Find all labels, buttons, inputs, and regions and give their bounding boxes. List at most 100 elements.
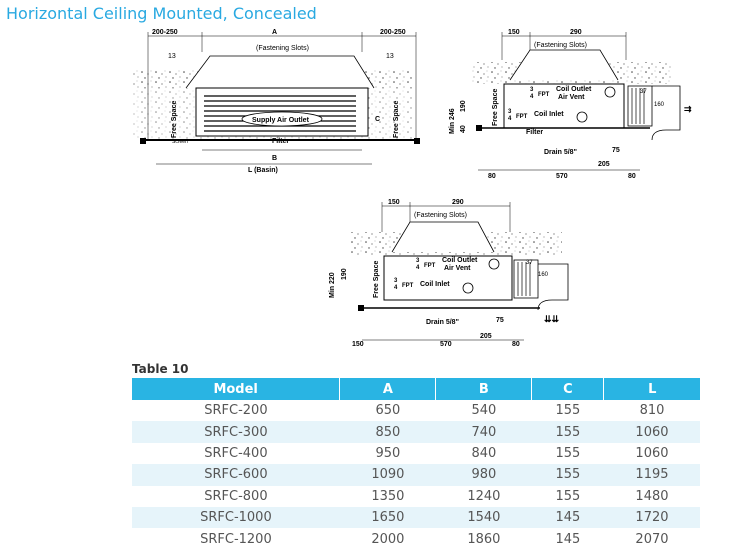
supply-air-outlet-label: Supply Air Outlet bbox=[252, 117, 310, 124]
frac-den-2a: 4 bbox=[530, 94, 534, 100]
front-view-drawing: 200-250 A 200-250 (Fastening Slots) 13 1… bbox=[133, 29, 420, 174]
svg-text:⇊⇊: ⇊⇊ bbox=[544, 314, 560, 324]
fpt-3a: FPT bbox=[424, 263, 436, 269]
free-space-label-3: Free Space bbox=[373, 261, 380, 298]
table-row: SRFC-600 1090 980 155 1195 bbox=[132, 464, 700, 486]
frac-num-2a: 3 bbox=[530, 87, 534, 93]
cell-a: 650 bbox=[339, 400, 436, 422]
cell-l: 810 bbox=[603, 400, 700, 422]
header-c: C bbox=[531, 378, 605, 400]
cell-c: 145 bbox=[531, 528, 604, 550]
dim-80-left-label: 80 bbox=[488, 173, 496, 180]
min-220-label: Min 220 bbox=[329, 272, 336, 298]
dim-37-label: 37 bbox=[640, 89, 647, 95]
frac-den-2b: 4 bbox=[508, 116, 512, 122]
coil-outlet-label-2: Coil Outlet bbox=[556, 86, 592, 93]
cell-b: 1240 bbox=[435, 485, 532, 507]
fpt-3b: FPT bbox=[402, 283, 414, 289]
table-row: SRFC-300 850 740 155 1060 bbox=[132, 421, 700, 443]
table-row: SRFC-1200 2000 1860 145 2070 bbox=[132, 528, 700, 550]
technical-drawings: 200-250 A 200-250 (Fastening Slots) 13 1… bbox=[133, 29, 692, 348]
dim-left-label: 200-250 bbox=[152, 29, 178, 36]
fastening-slots-label-2: (Fastening Slots) bbox=[534, 42, 587, 49]
cell-model: SRFC-200 bbox=[132, 400, 340, 422]
cell-model: SRFC-300 bbox=[132, 421, 340, 443]
cell-l: 1060 bbox=[603, 421, 700, 443]
cell-l: 1480 bbox=[603, 485, 700, 507]
dim-205-label-2: 205 bbox=[598, 161, 610, 168]
cell-c: 145 bbox=[531, 506, 604, 529]
dim-c-label: C bbox=[375, 116, 380, 123]
cell-a: 850 bbox=[339, 421, 436, 443]
cell-l: 1060 bbox=[603, 442, 700, 465]
air-vent-label-3: Air Vent bbox=[444, 265, 471, 272]
drain-label-3: Drain 5/8" bbox=[426, 319, 459, 326]
cell-b: 1540 bbox=[435, 506, 532, 529]
dim-13-right: 13 bbox=[386, 53, 394, 60]
cell-c: 155 bbox=[531, 442, 604, 465]
dimensions-table: Model A B C L SRFC-200 650 540 155 810 S… bbox=[132, 378, 700, 550]
filter-label-1: Filter bbox=[272, 138, 289, 145]
cell-a: 1350 bbox=[339, 485, 436, 507]
cell-b: 740 bbox=[435, 421, 532, 443]
dim-b-label: B bbox=[272, 155, 277, 162]
cell-c: 155 bbox=[531, 400, 604, 422]
dim-290-label: 290 bbox=[570, 29, 582, 36]
frac-num-2b: 3 bbox=[508, 109, 512, 115]
cell-b: 1860 bbox=[435, 528, 532, 550]
frac-num-3a: 3 bbox=[416, 258, 420, 264]
screen-note: Screen bbox=[172, 139, 188, 145]
unit-side-body bbox=[503, 83, 625, 129]
filter-label-2: Filter bbox=[526, 129, 543, 136]
cell-c: 155 bbox=[531, 485, 604, 507]
frac-den-3b: 4 bbox=[394, 285, 398, 291]
cell-model: SRFC-1000 bbox=[132, 506, 340, 529]
header-b: B bbox=[435, 378, 533, 400]
cell-model: SRFC-600 bbox=[132, 464, 340, 486]
air-vent-label-2: Air Vent bbox=[558, 94, 585, 101]
cell-b: 980 bbox=[435, 464, 532, 486]
dim-150-bottom-label: 150 bbox=[352, 341, 364, 348]
table-header-row: Model A B C L bbox=[132, 378, 700, 400]
dim-80-label-3: 80 bbox=[512, 341, 520, 348]
fpt-2b: FPT bbox=[516, 114, 528, 120]
cell-b: 840 bbox=[435, 442, 532, 465]
cell-c: 155 bbox=[531, 464, 604, 486]
free-space-label-2: Free Space bbox=[492, 89, 499, 126]
dim-l-label: L (Basin) bbox=[248, 167, 278, 174]
dim-right-label: 200-250 bbox=[380, 29, 406, 36]
dim-570-label-3: 570 bbox=[440, 341, 452, 348]
dim-150-top-label: 150 bbox=[388, 199, 400, 206]
side-view-drawing-alt: 150 290 (Fastening Slots) ⇊⇊ 37 160 3 4 … bbox=[329, 199, 569, 348]
page-title: Horizontal Ceiling Mounted, Concealed bbox=[6, 4, 317, 23]
dim-a-label: A bbox=[272, 29, 277, 36]
table-row: SRFC-400 950 840 155 1060 bbox=[132, 442, 700, 465]
dim-205-label-3: 205 bbox=[480, 333, 492, 340]
drain-label-2: Drain 5/8" bbox=[544, 149, 577, 156]
dim-150-label: 150 bbox=[508, 29, 520, 36]
cell-model: SRFC-400 bbox=[132, 442, 340, 465]
dim-160-label-3: 160 bbox=[538, 272, 549, 278]
dim-160-label: 160 bbox=[654, 102, 665, 108]
cell-b: 540 bbox=[435, 400, 532, 422]
dim-190-label-2: 190 bbox=[460, 100, 467, 112]
dim-190-label-3: 190 bbox=[341, 268, 348, 280]
coil-outlet-label-3: Coil Outlet bbox=[442, 257, 478, 264]
cell-l: 1720 bbox=[603, 506, 700, 529]
table-row: SRFC-200 650 540 155 810 bbox=[132, 400, 700, 422]
frac-den-3a: 4 bbox=[416, 265, 420, 271]
cell-model: SRFC-1200 bbox=[132, 528, 340, 550]
fpt-2a: FPT bbox=[538, 92, 550, 98]
header-a: A bbox=[339, 378, 437, 400]
cell-c: 155 bbox=[531, 421, 604, 443]
dim-570-label-2: 570 bbox=[556, 173, 568, 180]
fastening-slots-label-3: (Fastening Slots) bbox=[414, 212, 467, 219]
cell-l: 1195 bbox=[603, 464, 700, 486]
table-row: SRFC-1000 1650 1540 145 1720 bbox=[132, 506, 700, 529]
free-space-right-1: Free Space bbox=[393, 101, 400, 138]
free-space-left-1: Free Space bbox=[171, 101, 178, 138]
dim-290-label-3: 290 bbox=[452, 199, 464, 206]
dim-37-label-3: 37 bbox=[526, 260, 533, 266]
fastening-slots-label-1: (Fastening Slots) bbox=[256, 45, 309, 52]
dim-13-left: 13 bbox=[168, 53, 176, 60]
